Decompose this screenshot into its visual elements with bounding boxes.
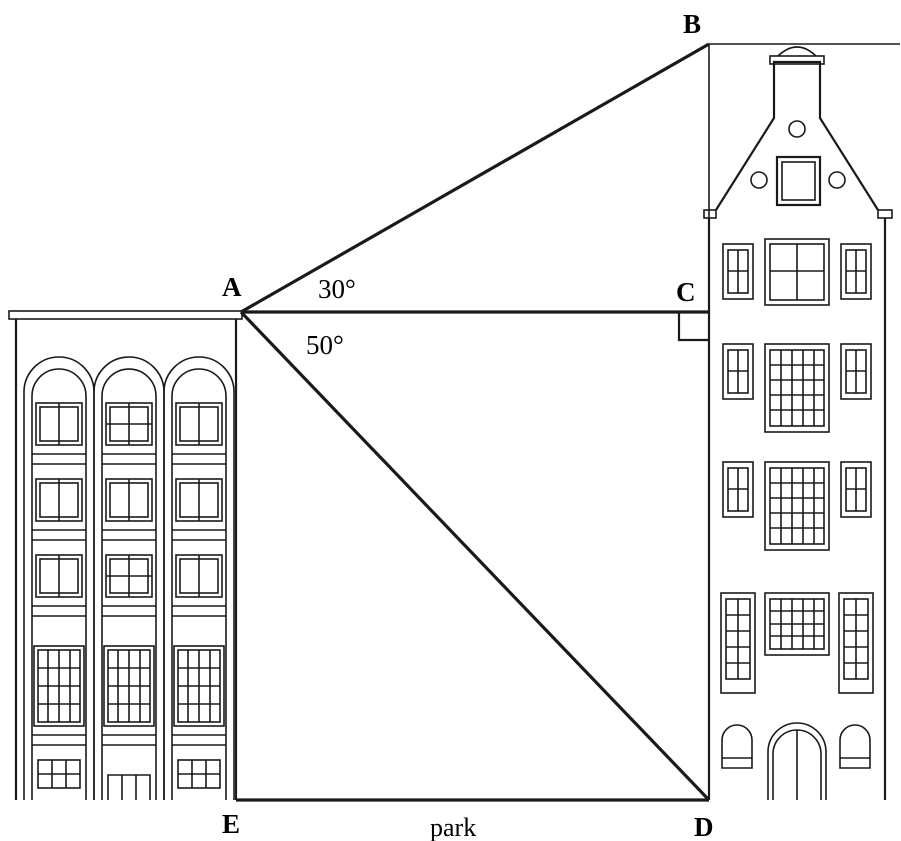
left-building-column-3 xyxy=(163,356,235,800)
line-AB xyxy=(240,42,710,314)
right-building-gable xyxy=(715,60,879,211)
gable-round-window-left xyxy=(750,171,768,189)
gable-round-window-top xyxy=(788,120,806,138)
right-building-ledge-left xyxy=(703,209,717,219)
point-label-D: D xyxy=(694,812,714,841)
right-building-floor-2-windows xyxy=(722,343,872,433)
line-AD xyxy=(239,310,711,802)
geometry xyxy=(236,42,711,802)
gable-square-window xyxy=(775,155,822,207)
right-building-floor-4-windows xyxy=(720,592,874,694)
gable-round-window-right xyxy=(828,171,846,189)
point-label-E: E xyxy=(222,809,240,839)
angle-label-depression: 50° xyxy=(306,330,344,360)
left-building-column-1 xyxy=(23,356,95,800)
right-angle-marker-C xyxy=(677,312,709,342)
right-building-chimney-cap xyxy=(769,55,825,65)
right-building-chimney-dome xyxy=(777,46,817,57)
right-building-floor-1-windows xyxy=(722,238,872,306)
left-building-windows-grid xyxy=(33,645,225,727)
left-building-cornice xyxy=(8,310,243,320)
point-label-C: C xyxy=(676,277,696,307)
right-building-ledge-right xyxy=(877,209,893,219)
right-building-ground-floor xyxy=(721,722,871,800)
right-building-floor-3-windows xyxy=(722,461,872,551)
point-label-B: B xyxy=(683,9,701,39)
left-building-floor-lines xyxy=(32,453,226,746)
left-building-windows-upper xyxy=(35,402,223,598)
ground-label-park: park xyxy=(430,813,476,841)
left-building-column-2 xyxy=(93,356,165,800)
right-building xyxy=(703,43,900,800)
left-building xyxy=(8,310,243,800)
point-label-A: A xyxy=(222,272,242,302)
angle-label-elevation: 30° xyxy=(318,274,356,304)
left-building-ground-floor xyxy=(37,759,221,800)
